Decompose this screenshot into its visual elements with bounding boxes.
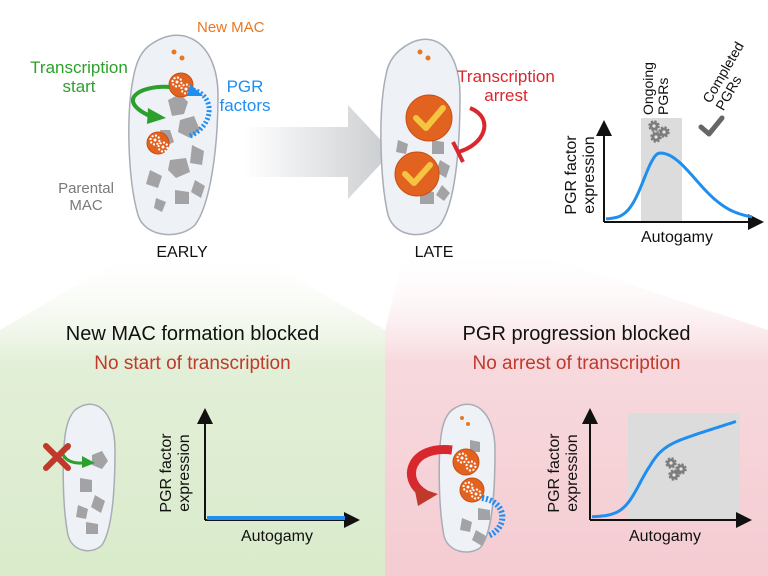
early-to-late-arrow: [245, 105, 392, 199]
parental-mac-fragments: [146, 94, 205, 212]
left-ylabel-line1: PGR factor: [158, 433, 175, 513]
ongoing-line2: PGRs: [655, 77, 672, 115]
new-mac-nucleus: [146, 131, 170, 155]
right-chart: [582, 408, 752, 528]
pgr-expression-curve: [605, 151, 753, 221]
completed-checkmark-icon: [698, 115, 725, 137]
pgr-expression-curve: [591, 420, 737, 519]
transcription-arrest-label: Transcription arrest: [436, 67, 576, 105]
early-label: EARLY: [156, 244, 208, 261]
transcription-arrest-line2: arrest: [484, 85, 528, 105]
transcription-arrest-arrow: [457, 106, 487, 154]
transcription-start-arrow: [131, 84, 171, 118]
right-chart-xlabel: Autogamy: [628, 528, 702, 545]
early-cell: [128, 34, 219, 236]
right-panel-subtitle: No arrest of transcription: [472, 353, 681, 374]
right-panel-title: PGR progression blocked: [462, 323, 691, 345]
parental-mac-label: Parental MAC: [48, 180, 124, 214]
blocked-cell-left: [62, 403, 116, 552]
late-label: LATE: [414, 244, 454, 261]
pgr-factors-line1: PGR: [226, 77, 264, 96]
left-chart-ylabel: PGR factor expression: [158, 418, 193, 528]
checked-mac-nucleus: [394, 151, 440, 197]
transcription-start-line1: Transcription: [30, 58, 128, 77]
late-cell: [380, 38, 461, 236]
top-chart: [596, 115, 764, 230]
pgr-factors-label: PGR factors: [216, 77, 274, 115]
parental-mac-line2: MAC: [69, 196, 103, 214]
checkmark-icon: [413, 105, 446, 131]
left-panel-title: New MAC formation blocked: [65, 323, 320, 345]
right-ylabel-line1: PGR factor: [546, 433, 563, 513]
pgr-factors-line2: factors: [219, 95, 271, 115]
new-mac-label: New MAC: [197, 19, 265, 36]
parental-mac-line1: Parental: [58, 180, 114, 197]
blocked-cell-right: [438, 403, 496, 553]
red-cross-icon: [43, 443, 71, 471]
left-chart-xlabel: Autogamy: [240, 528, 314, 545]
left-ylabel-line2: expression: [175, 434, 193, 512]
top-chart-ylabel: PGR factor expression: [563, 120, 598, 230]
ongoing-line1: Ongoing: [640, 62, 656, 115]
transcription-start-line2: start: [62, 76, 96, 96]
top-chart-xlabel: Autogamy: [640, 229, 714, 246]
transcription-arrest-line1: Transcription: [457, 67, 555, 86]
pgr-factors-arrow: [481, 495, 506, 539]
ongoing-pgrs-label: Ongoing PGRs: [640, 35, 672, 115]
top-ylabel-line1: PGR factor: [563, 135, 580, 215]
new-mac-nucleus: [452, 448, 480, 476]
left-panel-subtitle: No start of transcription: [94, 353, 291, 374]
transcription-start-label: Transcription start: [18, 58, 140, 96]
right-ylabel-line2: expression: [563, 434, 581, 512]
right-chart-ylabel: PGR factor expression: [546, 418, 581, 528]
checkmark-icon: [402, 162, 433, 186]
left-chart: [197, 408, 360, 528]
top-ylabel-line2: expression: [580, 136, 598, 214]
